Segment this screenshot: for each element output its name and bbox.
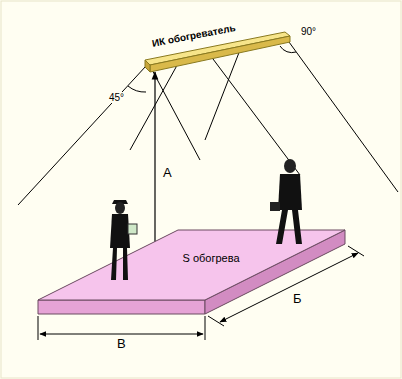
angle-arc [128, 86, 146, 92]
person-figure [270, 159, 302, 244]
angle-arc [280, 46, 296, 53]
lamp-end [145, 60, 150, 72]
heat-rays [18, 42, 398, 205]
area-label: S обогрева [182, 252, 239, 264]
dimension-label: Б [292, 292, 303, 306]
slab-front [38, 300, 205, 314]
dimension-label: В [116, 337, 127, 351]
height-dimension [154, 72, 155, 268]
angle-label: 45° [108, 92, 125, 103]
dimension-label: А [162, 166, 173, 180]
person-figure [110, 200, 137, 280]
angle-label: 90° [300, 26, 317, 37]
heater-lamp: ИК обогреватель [140, 10, 300, 80]
